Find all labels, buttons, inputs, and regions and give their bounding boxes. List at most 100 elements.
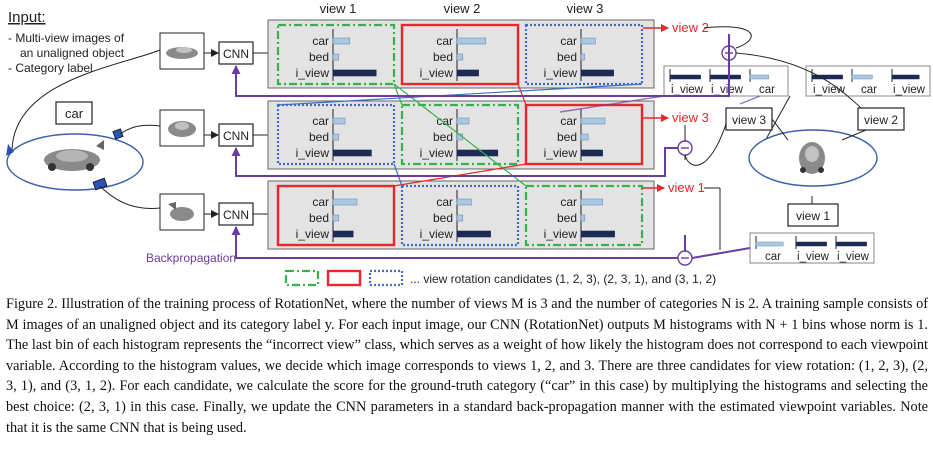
view-arrow-label-3: view 1 xyxy=(668,180,705,195)
histogram-bar-i-view xyxy=(456,230,491,238)
caption-line: weight of how likely the histogram does … xyxy=(6,337,929,374)
cnn-label: CNN xyxy=(223,129,249,143)
figure-caption: Figure 2. Illustration of the training p… xyxy=(6,294,928,438)
candidate-frame-blue xyxy=(276,103,396,166)
caption-line: we calculate the score for the ground-tr… xyxy=(6,378,929,415)
rotationnet-diagram: Input: - Multi-view images of an unalign… xyxy=(6,1,931,287)
histogram-bar-i-view xyxy=(332,149,372,157)
histogram-bar-bed xyxy=(332,133,340,141)
target-histogram-bar xyxy=(669,74,701,80)
histogram-bar-car xyxy=(580,37,596,45)
target-histogram-bar xyxy=(891,74,920,80)
view-link xyxy=(703,26,752,49)
histogram-bin-label: i_view xyxy=(296,66,330,80)
view-arrow-label-1: view 2 xyxy=(672,20,709,35)
view-header-3: view 3 xyxy=(567,1,604,16)
histogram-bin-label: car xyxy=(560,114,577,128)
target-histogram-label: i_view xyxy=(813,84,846,96)
estimated-view-box-2 xyxy=(857,107,905,131)
target-histogram-label: car xyxy=(861,84,877,96)
histogram-bin-label: i_view xyxy=(420,227,454,241)
histogram-bin-label: bed xyxy=(433,50,453,64)
input-car-image xyxy=(44,140,104,171)
histogram-bin-label: bed xyxy=(309,130,329,144)
histogram-bin-label: i_view xyxy=(544,66,578,80)
caption-line: Figure 2. Illustration of the training p… xyxy=(6,296,772,312)
caption-line: image corresponds to views 1, 2, and 3. … xyxy=(6,357,928,395)
caption-line: Note that it is the same CNN that is bei… xyxy=(6,398,929,436)
candidate-link-red xyxy=(517,83,527,106)
histogram-bar-bed xyxy=(456,214,464,222)
candidate-frame-blue xyxy=(400,184,520,247)
histogram-bar-bed xyxy=(332,53,340,61)
target-histogram-bar xyxy=(709,74,741,80)
output-car-image xyxy=(799,142,825,174)
candidate-frame-green xyxy=(524,184,644,247)
histogram-bar-bed xyxy=(332,214,340,222)
estimated-view-box-1 xyxy=(787,203,839,227)
camera-icon xyxy=(112,128,124,140)
histogram-cells: carbedi_viewcarbedi_viewcarbedi_viewcarb… xyxy=(296,29,615,242)
histogram-bar-car xyxy=(332,198,358,206)
category-label: car xyxy=(65,106,84,121)
histogram-bin-label: i_view xyxy=(296,227,330,241)
histogram-bin-label: i_view xyxy=(544,146,578,160)
caption-line: training sample consists of M images of … xyxy=(6,296,929,333)
histogram-bin-label: car xyxy=(436,195,453,209)
histogram-bar-car xyxy=(580,117,606,125)
candidate-frame-green xyxy=(276,23,396,86)
input-link xyxy=(99,185,161,209)
legend-text: ... view rotation candidates (1, 2, 3), … xyxy=(410,272,716,286)
loss-node-3 xyxy=(677,250,693,266)
candidate-legend: ... view rotation candidates (1, 2, 3), … xyxy=(284,269,716,287)
input-link xyxy=(119,124,161,135)
histogram-bin-label: car xyxy=(560,195,577,209)
histogram-bar-car xyxy=(580,198,603,206)
cnn-label: CNN xyxy=(223,208,249,222)
estimated-view-label-2: view 2 xyxy=(864,113,898,127)
histogram-bar-car xyxy=(456,198,472,206)
input-line-1: - Multi-view images of xyxy=(8,31,125,45)
histogram-bar-i-view xyxy=(332,230,354,238)
histogram-bin-label: bed xyxy=(309,211,329,225)
histogram-bar-i-view xyxy=(580,69,614,77)
backprop-label: Backpropagation xyxy=(146,251,236,265)
histogram-bin-label: car xyxy=(312,114,329,128)
input-description: Input: - Multi-view images of an unalign… xyxy=(8,9,125,75)
histogram-bin-label: bed xyxy=(309,50,329,64)
histogram-bin-label: car xyxy=(560,34,577,48)
candidate-link-green xyxy=(393,83,527,187)
candidate-frame-green xyxy=(400,103,520,166)
legend-red-swatch xyxy=(326,269,362,287)
target-histogram-label: i_view xyxy=(797,251,830,263)
legend-green-swatch xyxy=(284,269,320,287)
candidate-frame-red xyxy=(524,103,644,166)
cnn-box-2: CNN xyxy=(218,123,254,147)
estimated-view-label-1: view 1 xyxy=(796,209,830,223)
view-image-3 xyxy=(159,193,205,231)
cnn-box-1: CNN xyxy=(218,41,254,65)
histogram-bin-label: bed xyxy=(433,211,453,225)
view-arrow-label-2: view 3 xyxy=(672,110,709,125)
caption-line: M histograms with N + 1 bins whose norm … xyxy=(6,316,928,354)
target-histogram-bar xyxy=(811,74,843,80)
target-histogram-bar xyxy=(795,241,827,247)
target-histogram-label: car xyxy=(759,84,775,96)
target-histogram-bar xyxy=(835,241,867,247)
histogram-bin-label: car xyxy=(312,195,329,209)
cnn-label: CNN xyxy=(223,47,249,61)
input-title: Input: xyxy=(8,9,46,26)
candidate-frame-red xyxy=(400,23,520,86)
input-line-2: an unaligned object xyxy=(20,46,125,60)
input-line-3: - Category label xyxy=(8,61,93,75)
histogram-bar-car xyxy=(456,117,470,125)
backprop-paths xyxy=(231,34,751,259)
camera-icon xyxy=(6,144,14,156)
candidate-link-blue xyxy=(277,83,643,106)
target-histogram-bar xyxy=(851,74,873,80)
histogram-bin-label: i_view xyxy=(420,66,454,80)
histogram-bar-i-view xyxy=(580,149,603,157)
candidate-frame-blue xyxy=(524,23,644,86)
histogram-bar-car xyxy=(456,37,487,45)
